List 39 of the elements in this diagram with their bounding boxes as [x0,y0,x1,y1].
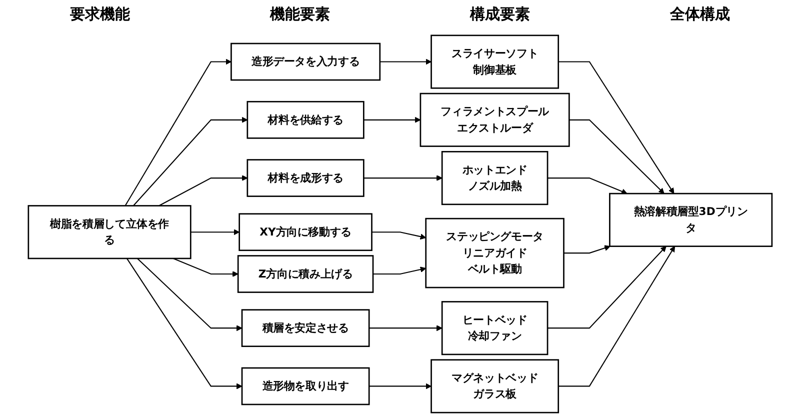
column-header: 要求機能 [70,4,130,24]
node-box: Z方向に積み上げる [237,255,374,293]
arrow [564,245,610,254]
arrow [372,266,426,275]
arrow [126,258,242,390]
arrow [372,232,426,240]
arrow [124,58,232,206]
node-box: 熱溶解積層型3Dプリンタ [608,192,772,247]
arrow [158,175,248,206]
arrow [558,246,675,387]
node-box: フィラメントスプール エクストルーダ [420,92,570,147]
node-box: スライサーソフト 制御基板 [430,34,559,89]
arrow [547,246,666,329]
node-box: 材料を成形する [246,159,364,197]
arrow [136,258,242,332]
arrow [364,175,442,181]
column-header: 全体構成 [670,4,730,24]
node-box: XY方向に移動する [238,213,372,252]
arrow [190,229,240,236]
arrow [132,116,248,206]
column-header: 機能要素 [270,4,330,24]
arrow [558,61,674,194]
node-box: 造形データを入力する [230,42,380,81]
arrow [380,58,432,65]
arrow [568,119,664,194]
node-box: 積層を安定させる [241,309,370,347]
node-box: 材料を供給する [246,100,364,139]
arrow [172,258,238,277]
arrow [547,178,628,194]
node-box: 造形物を取り出す [241,367,370,406]
node-box: ヒートベッド 冷却ファン [441,301,548,356]
node-box: ホットエンド ノズル加熱 [441,151,548,206]
node-box: ステッピングモータ リニアガイド ベルト駆動 [425,218,564,288]
arrow [368,325,442,332]
arrow [368,383,432,390]
arrow [364,116,421,123]
node-box: マグネットベッド ガラス板 [430,359,559,414]
column-header: 構成要素 [470,4,530,24]
node-box: 樹脂を積層して立体を作る [28,205,192,260]
